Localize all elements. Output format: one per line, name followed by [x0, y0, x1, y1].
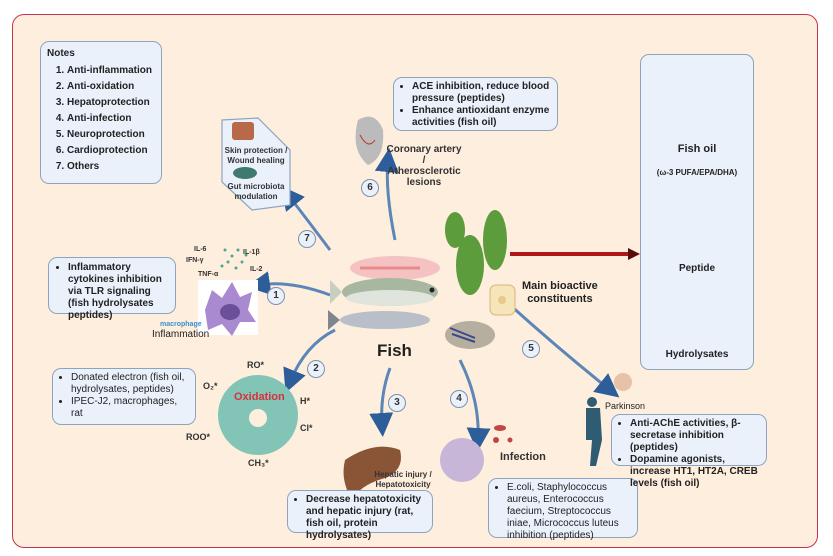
pathway-number-7: 7 [298, 230, 316, 248]
infection-info-box: E.coli, Staphylococcus aureus, Enterococ… [488, 478, 638, 541]
notes-item: Cardioprotection [67, 143, 155, 159]
arrow-2 [283, 328, 336, 394]
bullet: E.coli, Staphylococcus aureus, Enterococ… [507, 482, 633, 542]
cytokine-il1b: IL-1β [243, 249, 260, 256]
constituents-panel: Fish oil (ω-3 PUFA/EPA/DHA) Peptide Hydr… [640, 54, 754, 370]
oxidation-label: Oxidation [234, 391, 285, 403]
fish-oil-label: Fish oil [677, 143, 717, 155]
bullet: ACE inhibition, reduce blood pressure (p… [412, 81, 553, 105]
cytokine-dots [220, 248, 248, 270]
parkinson-person [586, 397, 602, 466]
cardio-info-box: ACE inhibition, reduce blood pressure (p… [393, 77, 558, 131]
pathway-number-6: 6 [361, 179, 379, 197]
gut-icon [233, 167, 257, 179]
inflammation-label: Inflammation [152, 329, 210, 340]
notes-list: Anti-inflammation Anti-oxidation Hepatop… [47, 63, 155, 175]
radical-o2: O₂* [203, 381, 218, 391]
radical-roo: ROO* [186, 432, 211, 442]
inflammation-info-box: Inflammatory cytokines inhibition via TL… [48, 257, 176, 321]
skin-protection-label: Skin protection /Wound healing [224, 146, 288, 165]
notes-item: Anti-oxidation [67, 79, 155, 95]
notes-item: Hepatoprotection [67, 95, 155, 111]
bacteria-plate [440, 438, 484, 482]
notes-title: Notes [47, 48, 75, 59]
cytokine-ifn: IFN-γ [186, 257, 204, 264]
pathway-number-3: 3 [388, 394, 406, 412]
pathway-number-5: 5 [522, 340, 540, 358]
others-hexagon [221, 117, 291, 211]
bacteria-icon [493, 425, 513, 443]
parkinson-label: Parkinson [605, 401, 646, 411]
pathway-number-1: 1 [267, 287, 285, 305]
radical-ch3: CH₃* [248, 458, 269, 468]
notes-item: Others [67, 159, 155, 175]
macrophage-label: macrophage [160, 321, 202, 328]
cytokine-il2: IL-2 [250, 266, 263, 273]
skin-icon [232, 122, 254, 140]
arrow-4 [458, 359, 491, 452]
cytokine-tnf: TNF-α [198, 271, 219, 278]
fish-label: Fish [377, 341, 412, 360]
cytokine-il6: IL-6 [194, 246, 207, 253]
pathway-number-4: 4 [450, 390, 468, 408]
bullet: Inflammatory cytokines inhibition via TL… [68, 262, 170, 322]
macrophage-illustration [198, 280, 258, 336]
notes-item: Anti-inflammation [67, 63, 155, 79]
infection-label: Infection [500, 451, 546, 463]
notes-item: Neuroprotection [67, 127, 155, 143]
bullet: Enhance antioxidant enzyme activities (f… [412, 105, 553, 129]
arrow-3 [369, 367, 394, 437]
radical-ro: RO* [247, 360, 265, 370]
brain-icon [614, 373, 632, 391]
bullet: Anti-AChE activities, β-secretase inhibi… [630, 418, 762, 454]
bullet: IPEC-J2, macrophages, rat [71, 396, 191, 420]
oxidation-illustration [218, 375, 298, 455]
fish-illustration [328, 256, 495, 349]
oxidation-info-box: Donated electron (fish oil, hydrolysates… [52, 368, 196, 425]
peptide-label: Peptide [678, 263, 716, 274]
parkinson-info-box: Anti-AChE activities, β-secretase inhibi… [611, 414, 767, 489]
cell-illustration [489, 284, 516, 316]
hepatic-info-box: Decrease hepatotoxicity and hepatic inju… [287, 490, 433, 541]
bullet: Dopamine agonists, increase HT1, HT2A, C… [630, 454, 762, 490]
liver-illustration [343, 446, 401, 500]
bullet: Donated electron (fish oil, hydrolysates… [71, 372, 191, 396]
heart-illustration [355, 116, 384, 165]
hepatic-injury-label: Hepatic injury /Hepatotoxicity [374, 470, 432, 489]
notes-item: Anti-infection [67, 111, 155, 127]
arrow-1 [246, 271, 331, 297]
fish-oil-sublabel: (ω-3 PUFA/EPA/DHA) [656, 168, 738, 177]
seaweed-illustration [445, 210, 507, 295]
arrow-5 [508, 303, 620, 398]
radical-h: H* [300, 396, 311, 406]
bullet: Decrease hepatotoxicity and hepatic inju… [306, 494, 428, 542]
hydrolysates-label: Hydrolysates [665, 349, 729, 360]
arrow-6 [374, 148, 399, 241]
notes-box: Notes Anti-inflammation Anti-oxidation H… [40, 41, 162, 184]
radical-cl: Cl* [300, 423, 313, 433]
pathway-number-2: 2 [307, 360, 325, 378]
